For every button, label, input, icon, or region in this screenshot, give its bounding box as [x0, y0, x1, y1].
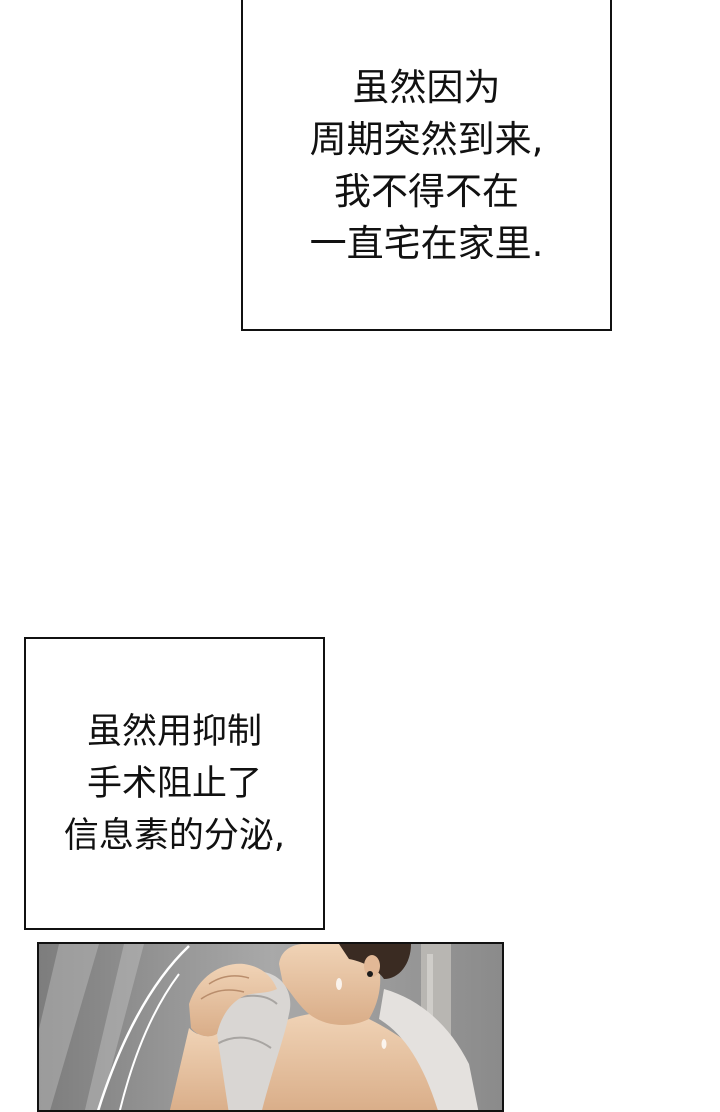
motion-line	[118, 973, 180, 1110]
water-drop	[381, 1039, 387, 1049]
caption-box-top: 虽然因为 周期突然到来, 我不得不在 一直宅在家里.	[241, 0, 612, 331]
earring	[367, 971, 373, 977]
caption-line: 虽然用抑制	[86, 711, 262, 752]
face	[279, 944, 381, 1025]
caption-line: 一直宅在家里.	[309, 221, 544, 265]
towel-fold	[216, 1036, 272, 1049]
caption-line: 虽然因为	[352, 65, 501, 109]
light-streak	[84, 944, 144, 1110]
caption-text-bottom: 虽然用抑制 手术阻止了 信息素的分泌,	[64, 706, 285, 862]
finger-line	[208, 975, 250, 985]
caption-line: 信息素的分泌,	[63, 815, 286, 856]
caption-line: 我不得不在	[333, 169, 519, 213]
ear	[364, 955, 380, 977]
caption-box-bottom: 虽然用抑制 手术阻止了 信息素的分泌,	[24, 637, 325, 930]
caption-text-top: 虽然因为 周期突然到来, 我不得不在 一直宅在家里.	[310, 62, 544, 270]
finger-line	[200, 989, 245, 1000]
motion-line	[96, 945, 190, 1110]
forearm	[169, 1028, 229, 1110]
caption-line: 周期突然到来,	[309, 117, 544, 161]
caption-line: 手术阻止了	[86, 763, 262, 804]
light-streak	[39, 944, 99, 1110]
comic-illustration-icon	[39, 944, 502, 1110]
water-drop	[336, 978, 342, 990]
towel-shoulder	[379, 989, 479, 1110]
shoulder	[230, 1011, 467, 1110]
comic-panel	[37, 942, 504, 1112]
